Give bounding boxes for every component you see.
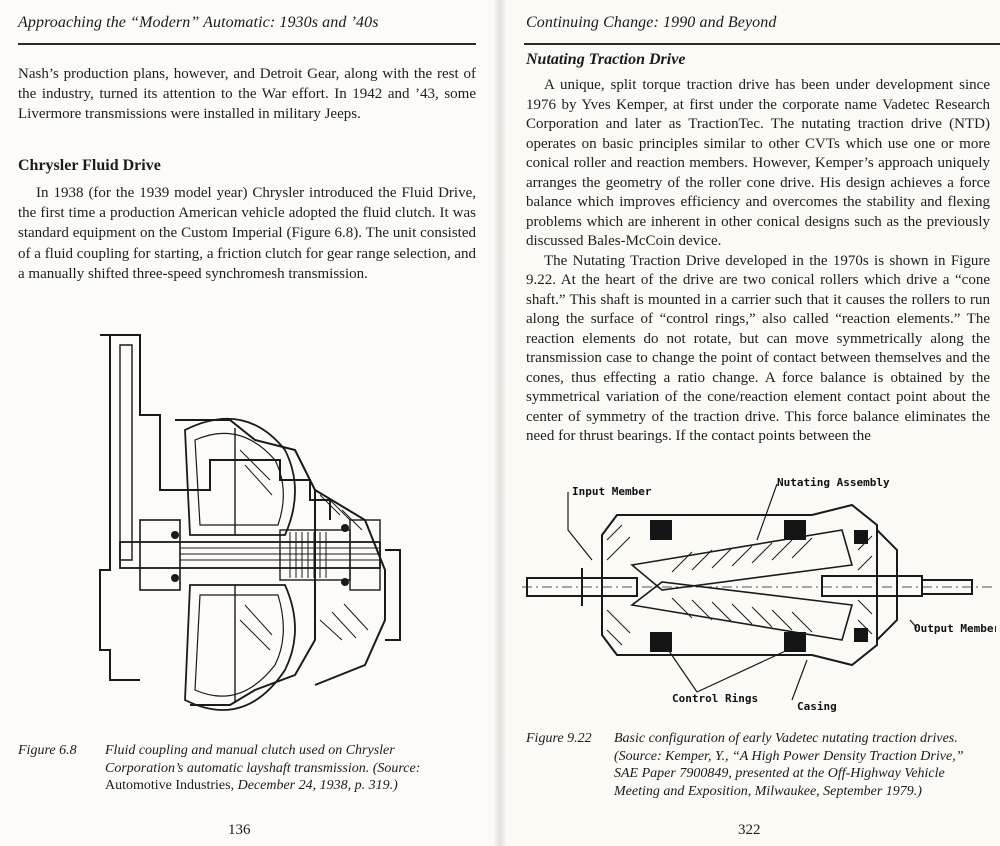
left-caption-main: Fluid coupling and manual clutch used on… bbox=[105, 743, 395, 776]
left-header-rule bbox=[18, 43, 476, 45]
label-casing: Casing bbox=[797, 700, 837, 713]
left-intro-text: Nash’s production plans, however, and De… bbox=[18, 64, 476, 125]
left-page-number: 136 bbox=[228, 822, 251, 838]
right-caption-text: Basic configuration of early Vadetec nut… bbox=[614, 731, 964, 799]
label-control-rings: Control Rings bbox=[672, 692, 758, 705]
label-nutating-assembly: Nutating Assembly bbox=[777, 476, 890, 489]
right-paragraph-1: A unique, split torque traction drive ha… bbox=[526, 77, 990, 249]
right-paragraph-2: The Nutating Traction Drive developed in… bbox=[526, 252, 990, 445]
left-page: Approaching the “Modern” Automatic: 1930… bbox=[18, 14, 478, 838]
left-caption-source-rest: December 24, 1938, p. 319.) bbox=[237, 778, 398, 793]
left-caption-source-prefix: (Source: bbox=[372, 760, 421, 776]
label-input-member: Input Member bbox=[572, 485, 652, 498]
right-page: Continuing Change: 1990 and Beyond Nutat… bbox=[500, 0, 1000, 846]
fluid-drive-cross-section-drawing bbox=[99, 334, 401, 711]
left-section-paragraph: In 1938 (for the 1939 model year) Chrysl… bbox=[18, 185, 476, 282]
right-page-number: 322 bbox=[738, 822, 761, 838]
right-section-title: Nutating Traction Drive bbox=[526, 51, 686, 68]
left-figure-caption: Figure 6.8 Fluid coupling and manual clu… bbox=[18, 742, 478, 818]
left-intro-paragraph: Nash’s production plans, however, and De… bbox=[18, 66, 476, 123]
left-caption-source-pub: Automotive Industries, bbox=[105, 778, 235, 793]
label-output-member: Output Member bbox=[914, 622, 996, 635]
nutating-traction-drive-drawing: Input Member Nutating Assembly Output Me… bbox=[522, 476, 996, 713]
right-figure-caption: Figure 9.22 Basic configuration of early… bbox=[526, 730, 992, 810]
right-header-rule bbox=[524, 43, 1000, 45]
left-figure-label: Figure 6.8 bbox=[18, 743, 77, 758]
left-section-text: In 1938 (for the 1939 model year) Chrysl… bbox=[18, 183, 476, 284]
left-running-head: Approaching the “Modern” Automatic: 1930… bbox=[18, 14, 379, 31]
right-figure-label: Figure 9.22 bbox=[526, 731, 592, 746]
left-caption-text: Fluid coupling and manual clutch used on… bbox=[105, 742, 475, 795]
right-body-text: A unique, split torque traction drive ha… bbox=[526, 76, 990, 447]
left-section-title: Chrysler Fluid Drive bbox=[18, 157, 161, 174]
right-running-head: Continuing Change: 1990 and Beyond bbox=[526, 14, 777, 31]
